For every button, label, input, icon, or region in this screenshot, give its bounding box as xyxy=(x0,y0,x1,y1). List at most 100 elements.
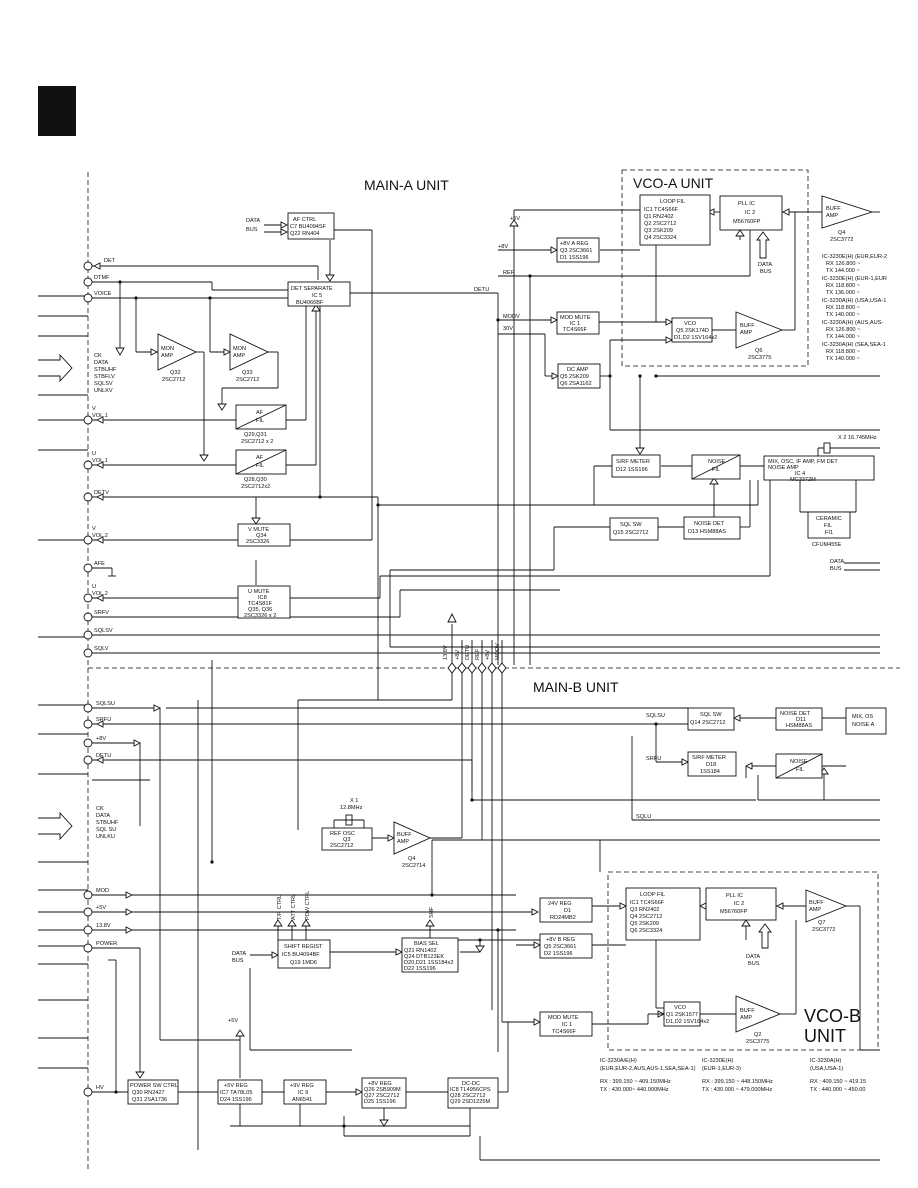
sr-meter-b-l0: S/RF METER xyxy=(692,755,726,761)
v-mute-block xyxy=(237,523,291,547)
vcoa-bus: BUS xyxy=(760,269,772,275)
modv-label: MODV xyxy=(503,314,520,320)
bias-l3: D20,D21 1SS184x2 xyxy=(404,960,453,966)
fn-7: RX 118.800 ~ xyxy=(826,305,861,311)
srfu-b-label: SRFU xyxy=(646,756,661,762)
p5v-reg-l2: D24 1SS196 xyxy=(220,1097,252,1103)
main-a-title: MAIN-A UNIT xyxy=(364,177,449,193)
mix-b-block xyxy=(845,707,887,735)
p5v-reg-l0: +5V REG xyxy=(224,1083,248,1089)
sr-meter-a-block xyxy=(611,454,661,478)
sr-meter-b-l2: 1SS184 xyxy=(700,769,720,775)
power-sw-l1: Q30 RN2427 xyxy=(132,1090,165,1096)
bn-2-1: (USA,USA-1) xyxy=(810,1066,843,1072)
buff-a2-l1: AMP xyxy=(740,330,752,336)
noise-fil-b-l0: NOISE xyxy=(790,759,808,765)
bn-1-3: TX : 430.000 ~ 479.000MHz xyxy=(702,1087,772,1093)
p9v-reg-l1: IC 9 xyxy=(298,1090,308,1096)
label-hv: HV xyxy=(96,1085,104,1091)
mod-mute-a-l1: IC 1 xyxy=(570,321,580,327)
q7-b-l1: 2SC3772 xyxy=(812,927,835,933)
label-det: DET xyxy=(104,258,116,264)
mix-a-l0: MIX, OSC, IF AMP, FM DET xyxy=(768,459,838,465)
mix-a-l2: IC 4 xyxy=(795,471,805,477)
label-u-vol2-a: U xyxy=(92,584,96,590)
shift-l2: Q19 1MD6 xyxy=(290,960,317,966)
bn-2-2: RX : 409.150 ~ 419.15 xyxy=(810,1079,866,1085)
buff-amp-b2 xyxy=(735,995,782,1033)
bn-1-1: (EUR-1,EUR-3) xyxy=(702,1066,741,1072)
mon-amp-2-l0: MON xyxy=(233,346,246,352)
u-mute-l3: Q35, Q36 xyxy=(248,607,272,613)
q33-l0: Q33 xyxy=(242,370,253,376)
bias-sel-block xyxy=(401,937,459,973)
det-separate-block xyxy=(287,281,351,307)
label-afe: AFE xyxy=(94,561,105,567)
shift-data: DATA xyxy=(232,951,246,957)
bus-line-3: STBFLV xyxy=(94,374,115,380)
p8v-reg-l0: +8V REG xyxy=(368,1081,392,1087)
p5v-reg-block xyxy=(217,1079,263,1105)
fn-6: IC-3230A(H) (USA,USA-1 xyxy=(822,298,886,304)
p24v-reg-block xyxy=(539,897,593,923)
v-mute-l2: 2SC3326 xyxy=(246,539,269,545)
label-detu: DETU xyxy=(96,753,111,759)
vco-b-l0: VCO xyxy=(674,1005,687,1011)
bn-1-0: IC-3230E(H) xyxy=(702,1058,734,1064)
label-srfv: SRFV xyxy=(94,610,109,616)
fn-8: TX 140.000 ~ xyxy=(826,312,860,318)
vcoa-loop-l2: Q1 RN2402 xyxy=(644,214,674,220)
bus-b-2: STBUHF xyxy=(96,820,119,826)
detu-label-a: DETU xyxy=(474,287,489,293)
q7-b-l0: Q7 xyxy=(818,920,825,926)
vcoa-loop-l0: LOOP FIL xyxy=(660,199,685,205)
label-sqlv: SQLV xyxy=(94,646,109,652)
pll-a-l0: PLL IC xyxy=(738,201,755,207)
bn-2-0: IC-3230A(H) xyxy=(810,1058,842,1064)
pll-a-block xyxy=(719,195,783,231)
noise-fil-b-l1: FIL xyxy=(796,767,804,773)
noise-det-a-l0: NOISE DET xyxy=(694,521,725,527)
loop-fil-a-block xyxy=(639,194,711,246)
label-sqlsv: SQLSV xyxy=(94,628,113,634)
q28-l0: Q28,Q30 xyxy=(244,477,267,483)
vco-b-title-2: UNIT xyxy=(804,1026,846,1046)
label-u-vol1-a: U xyxy=(92,451,96,457)
label-detv: DETV xyxy=(94,490,109,496)
buff-amp-a1 xyxy=(821,195,874,229)
att-ctrl-label: ATT CTRL xyxy=(291,894,297,920)
pll-b-l2: M56760FP xyxy=(720,909,748,915)
vco-a-freq-notes: IC-3230E(H) (EUR,EUR-2 RX 126.800 ~ TX 1… xyxy=(822,254,887,362)
vco-a-frame xyxy=(621,169,809,367)
data-bus-arrow-a xyxy=(756,231,770,259)
power-sw-l0: POWER SW CTRL xyxy=(130,1083,178,1089)
vco-b-title-1: VCO-B xyxy=(804,1006,861,1026)
bias-l4: D22 1SS196 xyxy=(404,966,436,972)
dcdc-l1: IC8 TL4956CPS xyxy=(450,1087,491,1093)
q4-b-l0: Q4 xyxy=(408,856,415,862)
vcob-loop-l5: Q6 2SC3324 xyxy=(630,928,662,934)
p8v-reg-l1: Q26 2SB909M xyxy=(364,1087,401,1093)
dcdc-l3: Q29 2SD1225M xyxy=(450,1099,490,1105)
p9v-reg-block xyxy=(283,1079,327,1105)
q2-b-l1: 2SC3775 xyxy=(746,1039,769,1045)
mon-amp-1 xyxy=(157,333,198,371)
label-u-vol2-b: VOL.2 xyxy=(92,591,108,597)
vert-138v: 13.8V xyxy=(443,645,449,660)
u-mute-l1: IC8 xyxy=(258,595,267,601)
label-v-vol2-a: V xyxy=(92,526,96,532)
noise-det-a-l1: D13 HSM88AS xyxy=(688,529,726,535)
buff-b1-l1: AMP xyxy=(809,907,821,913)
ref-label: REF xyxy=(503,270,515,276)
crystal-x2 xyxy=(823,442,831,454)
main-a-wiring xyxy=(92,221,880,700)
label-dtmf: DTMF xyxy=(94,275,110,281)
label-v-vol2-b: VOL.2 xyxy=(92,533,108,539)
af-fil-v-l1: FIL xyxy=(256,418,264,424)
bn-2-3: TX : 440.000 ~ 450.00 xyxy=(810,1087,866,1093)
sql-sw-a-l1: Q15 2SC2712 xyxy=(613,530,648,536)
vco-b-bottom-notes: IC-3230A/E(H) (EUR,EUR-2,AUS,AUS-1,SEA,S… xyxy=(600,1058,866,1093)
p8v-reg-l2: Q27 2SC2712 xyxy=(364,1093,399,1099)
mon-amp-1-l0: MON xyxy=(161,346,174,352)
